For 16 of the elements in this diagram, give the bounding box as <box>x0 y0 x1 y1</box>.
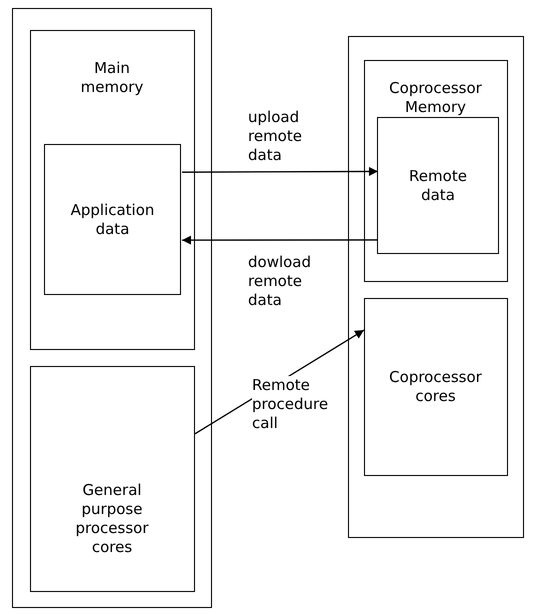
container-box <box>12 8 212 608</box>
node-label: Main memory <box>80 58 144 96</box>
node-label: Application data <box>70 200 156 238</box>
node-label: Coprocessor cores <box>388 368 483 406</box>
memory-box <box>30 30 194 350</box>
node-label: General purpose processor cores <box>74 480 150 556</box>
node-label: Remote data <box>408 166 468 204</box>
memory-box <box>44 144 181 295</box>
processor-box <box>30 366 194 592</box>
processor-box <box>364 298 508 476</box>
memory-box <box>377 117 499 254</box>
arrow <box>182 166 378 176</box>
arrow <box>182 236 378 245</box>
container-box <box>348 36 524 538</box>
node-label: Coprocessor Memory <box>388 78 483 116</box>
memory-box <box>364 60 508 282</box>
